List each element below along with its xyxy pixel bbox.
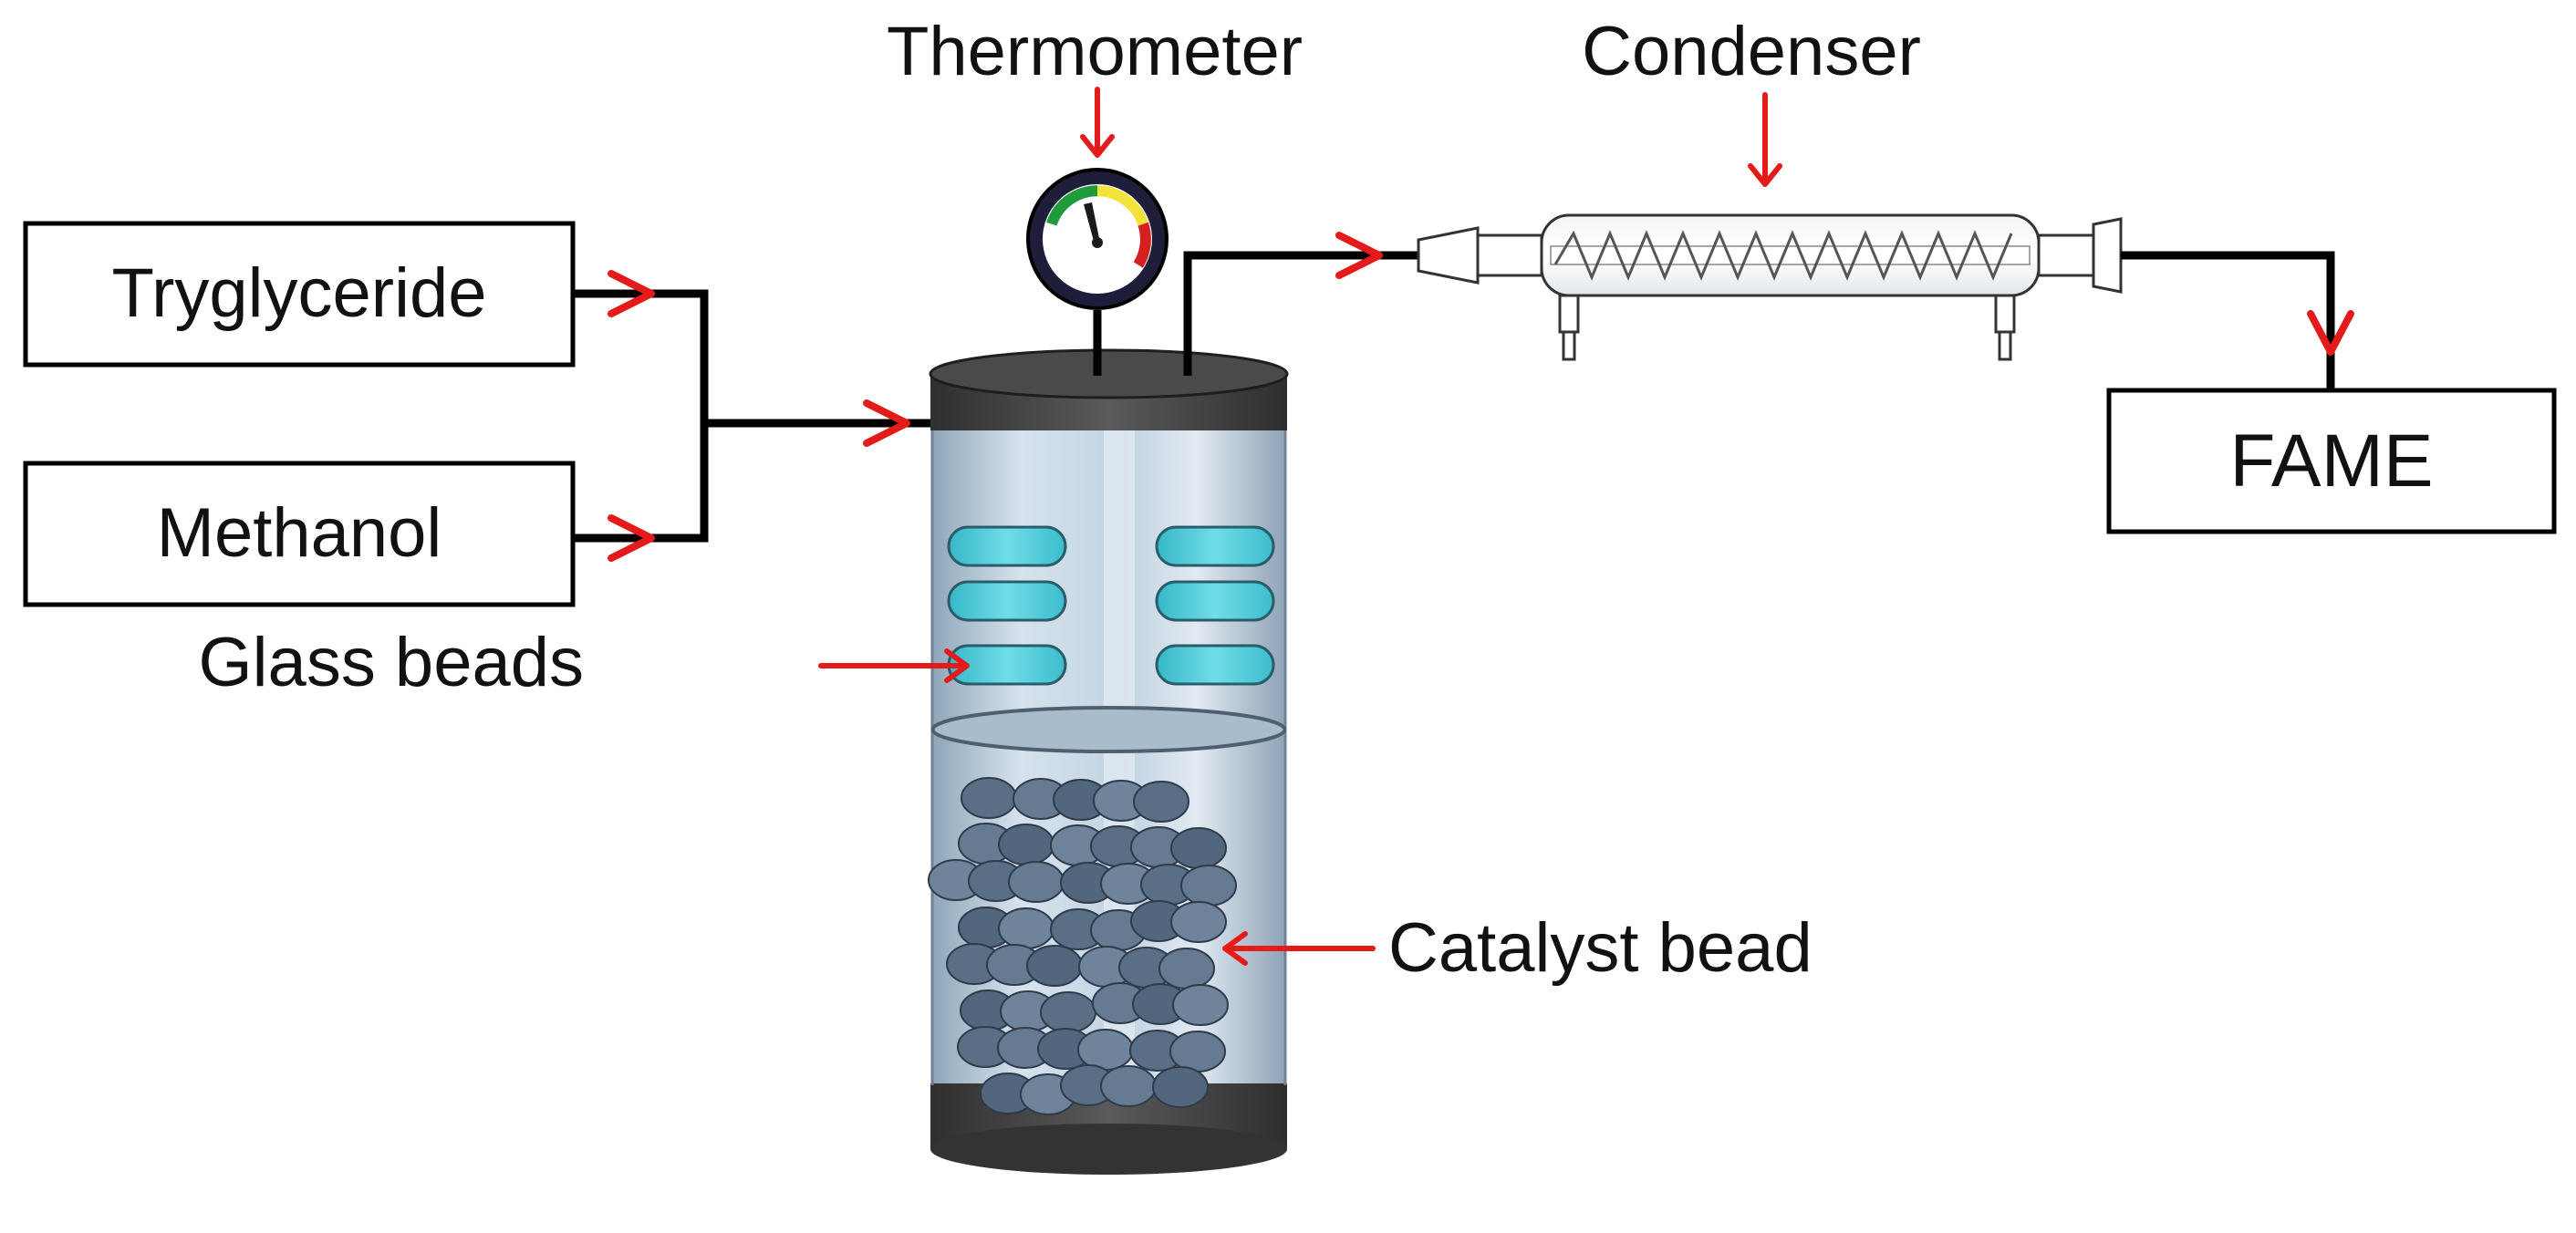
- glass-bead: [1155, 580, 1275, 622]
- triglyceride-flow-arrow: [608, 270, 655, 317]
- catalyst-beads-layer: [928, 777, 1237, 1115]
- condenser: [1417, 213, 2123, 361]
- methanol-flow-arrow: [608, 514, 655, 562]
- feed-arrows: [608, 270, 910, 562]
- catalyst-bead: [998, 907, 1054, 949]
- condenser-coil: [1553, 230, 2013, 281]
- methanol-label: Methanol: [157, 494, 442, 572]
- gauge-yellow-arc: [1096, 185, 1148, 226]
- catalyst-bead: [1152, 1066, 1209, 1108]
- glass-bead: [947, 525, 1067, 567]
- catalyst-bead: [1026, 945, 1083, 987]
- catalyst-bead: [1180, 865, 1237, 907]
- catalyst-bead: [1040, 991, 1096, 1033]
- catalyst-bead: [1172, 984, 1229, 1026]
- condenser-label: Condenser: [1582, 13, 1921, 90]
- catalyst-bead: [1133, 781, 1189, 823]
- catalyst-bead: [1008, 861, 1065, 903]
- triglyceride-box: Tryglyceride: [23, 221, 576, 368]
- methanol-box: Methanol: [23, 461, 576, 607]
- reactor-inlet-arrow: [863, 399, 910, 447]
- glass-beads-pointer-arrow: [818, 648, 970, 683]
- fame-box: FAME: [2106, 388, 2557, 534]
- condenser-pointer-arrow: [1748, 92, 1782, 187]
- support-plate: [930, 706, 1287, 753]
- gauge-green-arc: [1046, 185, 1098, 226]
- catalyst-bead: [998, 824, 1054, 865]
- glass-bead: [1155, 644, 1275, 686]
- glass-bead: [947, 580, 1067, 622]
- fame-inlet-arrow: [2307, 310, 2354, 356]
- glass-beads-layer: [947, 525, 1275, 686]
- catalyst-bead: [961, 777, 1017, 819]
- catalyst-bead: [1158, 948, 1215, 990]
- catalyst-bead: [1170, 901, 1227, 943]
- coolant-nozzles: [1558, 294, 2016, 361]
- condenser-inlet-arrow: [1335, 232, 1383, 279]
- glass-bead: [1155, 525, 1275, 567]
- gauge-needle: [1084, 202, 1100, 244]
- gauge-red-arc: [1133, 222, 1151, 268]
- feed-pipes: [573, 289, 932, 543]
- outlet-pipe: [1183, 251, 1418, 376]
- catalyst-bead-pointer-arrow: [1222, 931, 1376, 966]
- fame-label: FAME: [2229, 420, 2433, 503]
- catalyst-bead: [1100, 1065, 1157, 1107]
- triglyceride-label: Tryglyceride: [111, 254, 486, 332]
- thermometer-gauge: [1026, 168, 1169, 376]
- catalyst-bead: [1077, 1029, 1134, 1071]
- thermometer-label: Thermometer: [887, 13, 1303, 90]
- thermometer-pointer-arrow: [1080, 87, 1115, 158]
- catalyst-bead: [1170, 827, 1227, 869]
- product-pipe: [2121, 251, 2335, 390]
- catalyst-bead-label: Catalyst bead: [1388, 909, 1813, 987]
- glass-beads-label: Glass beads: [199, 624, 584, 701]
- catalyst-bead: [1169, 1031, 1226, 1072]
